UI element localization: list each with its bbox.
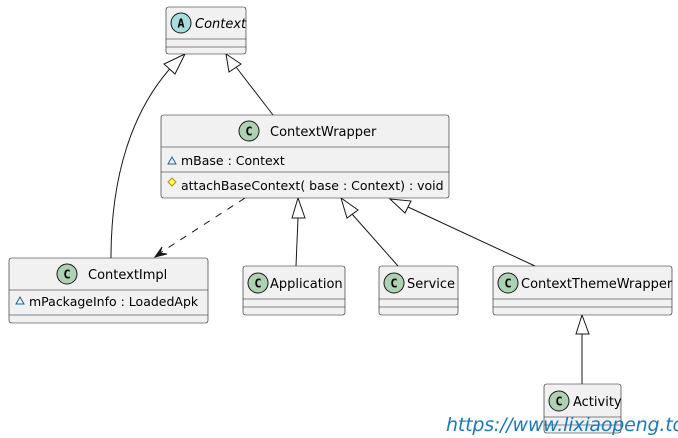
- edge-contextthemewrapper-to-contextwrapper: [407, 206, 536, 267]
- edge-service-to-contextwrapper: [351, 213, 399, 267]
- class-application[interactable]: C Application: [242, 265, 346, 316]
- svg-text:C: C: [245, 125, 252, 139]
- class-activity[interactable]: C Activity: [543, 383, 622, 434]
- svg-text:C: C: [504, 277, 511, 291]
- class-name: Activity: [573, 395, 622, 410]
- class-name: Context: [195, 17, 247, 32]
- class-name: Application: [270, 277, 343, 292]
- class-name: Service: [407, 277, 455, 292]
- class-badge-icon: C: [56, 263, 78, 285]
- package-visibility-triangle-icon: [15, 295, 25, 305]
- svg-text:C: C: [254, 277, 261, 291]
- field-row: mPackageInfo : LoadedApk: [15, 294, 199, 309]
- inheritance-arrowhead: [163, 52, 187, 75]
- field-row: mBase : Context: [167, 153, 285, 168]
- class-badge-icon: C: [497, 272, 519, 294]
- inheritance-arrowhead: [225, 52, 242, 73]
- relations: [110, 52, 590, 384]
- inheritance-arrowhead: [575, 313, 590, 335]
- inheritance-arrowhead: [340, 196, 359, 219]
- inheritance-arrowhead: [291, 196, 306, 219]
- field-text: mBase : Context: [181, 153, 285, 168]
- edge-contextimpl-to-context: [110, 61, 177, 259]
- method-text: attachBaseContext( base : Context) : voi…: [181, 178, 444, 193]
- method-row: attachBaseContext( base : Context) : voi…: [167, 177, 444, 193]
- class-badge-icon: C: [247, 272, 269, 294]
- package-visibility-triangle-icon: [167, 155, 177, 165]
- svg-text:A: A: [177, 17, 185, 31]
- abstract-class-badge-icon: A: [170, 12, 192, 34]
- edge-contextwrapper-depends-contextimpl: [159, 197, 246, 254]
- class-contextimpl[interactable]: C ContextImpl mPackageInfo : LoadedApk: [8, 257, 209, 324]
- class-badge-icon: C: [238, 120, 260, 142]
- inheritance-arrowhead: [388, 198, 412, 214]
- svg-text:C: C: [63, 268, 70, 282]
- class-context[interactable]: A Context: [165, 6, 247, 55]
- class-badge-icon: C: [548, 390, 570, 412]
- class-service[interactable]: C Service: [378, 265, 459, 316]
- watermark-url: https://www.lixiaopeng.top: [446, 414, 678, 436]
- class-badge-icon: C: [383, 272, 405, 294]
- edge-contextwrapper-to-context: [235, 66, 274, 116]
- field-text: mPackageInfo : LoadedApk: [29, 294, 199, 309]
- class-name: ContextThemeWrapper: [521, 277, 673, 292]
- edge-application-to-contextwrapper: [295, 217, 299, 267]
- class-name: ContextImpl: [88, 268, 167, 283]
- svg-text:C: C: [555, 395, 562, 409]
- class-contextwrapper[interactable]: C ContextWrapper mBase : Context attachB…: [160, 114, 450, 199]
- class-contextthemewrapper[interactable]: C ContextThemeWrapper: [492, 265, 673, 316]
- protected-visibility-diamond-icon: [167, 177, 177, 187]
- class-name: ContextWrapper: [270, 125, 377, 140]
- svg-text:C: C: [390, 277, 397, 291]
- dependency-arrowhead: [153, 246, 168, 258]
